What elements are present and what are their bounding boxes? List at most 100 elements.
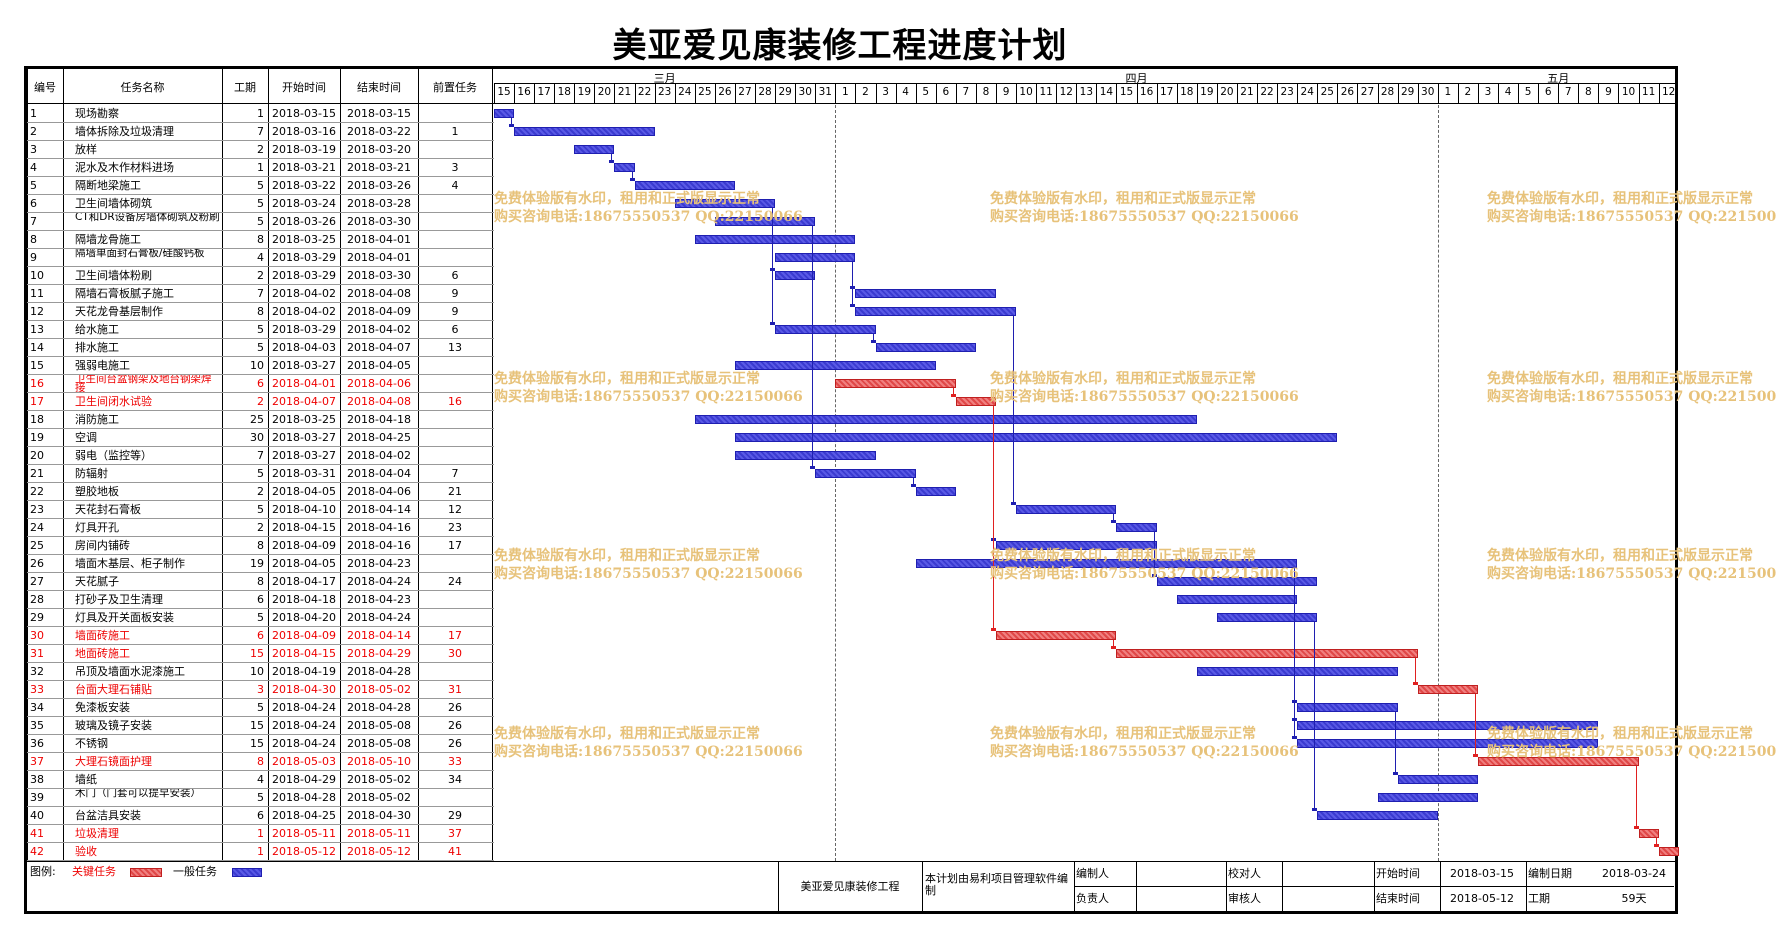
task-name: 房间内铺砖 [75, 539, 130, 552]
dependency-line [631, 172, 633, 181]
column-header-dur: 工期 [234, 81, 256, 94]
gantt-bar [855, 307, 1017, 316]
day-divider [1136, 84, 1138, 103]
day-label: 11 [1641, 86, 1656, 98]
gantt-bar [1176, 595, 1298, 604]
row-divider [27, 860, 494, 861]
table-column-divider [63, 69, 64, 861]
task-no: 40 [30, 809, 44, 822]
day-divider [1638, 84, 1640, 103]
dependency-line [1153, 532, 1155, 577]
task-no: 34 [30, 701, 44, 714]
day-label: 15 [1119, 86, 1134, 98]
day-label: 6 [942, 86, 950, 98]
task-duration: 7 [257, 125, 264, 138]
footer-end-label: 结束时间 [1376, 892, 1420, 905]
task-start: 2018-03-29 [272, 269, 336, 282]
task-name: 隔墙龙骨施工 [75, 233, 141, 246]
day-label: 19 [1200, 86, 1214, 98]
task-name: 墙纸 [75, 773, 97, 786]
task-duration: 10 [250, 665, 264, 678]
task-duration: 1 [257, 107, 264, 120]
day-divider [654, 84, 656, 103]
task-duration: 7 [257, 449, 264, 462]
day-label: 28 [1380, 86, 1395, 98]
task-duration: 5 [257, 791, 264, 804]
task-duration: 5 [257, 341, 264, 354]
row-divider [27, 428, 494, 429]
gantt-frame [24, 66, 1678, 914]
footer-period-label: 工期 [1528, 892, 1550, 905]
task-start: 2018-04-24 [272, 737, 336, 750]
task-predecessor: 6 [451, 323, 459, 336]
task-end: 2018-05-10 [347, 755, 411, 768]
day-divider [996, 84, 997, 103]
gantt-bar [915, 559, 1298, 568]
column-header-no: 编号 [34, 81, 56, 94]
task-duration: 3 [257, 683, 264, 696]
gantt-bar [1016, 505, 1117, 514]
day-label: 7 [962, 86, 970, 98]
day-divider [955, 84, 957, 103]
day-label: 18 [1180, 86, 1194, 98]
day-divider [1337, 84, 1339, 103]
task-name: 天花腻子 [75, 575, 119, 588]
day-divider [935, 84, 937, 103]
day-divider [755, 84, 757, 103]
task-name: 免漆板安装 [75, 701, 130, 714]
task-predecessor: 24 [448, 575, 462, 588]
task-predecessor: 33 [448, 755, 462, 768]
task-name: 地面砖施工 [75, 647, 130, 660]
gantt-bar [996, 541, 1157, 550]
dependency-line [1113, 640, 1115, 649]
dependency-line [872, 334, 874, 343]
task-no: 1 [30, 107, 37, 120]
watermark-line2: 购买咨询电话:18675550537 QQ:22150066 [1487, 209, 1777, 225]
task-start: 2018-04-17 [272, 575, 336, 588]
task-duration: 8 [257, 539, 264, 552]
task-no: 4 [30, 161, 37, 174]
task-no: 2 [30, 125, 37, 138]
day-divider [1096, 84, 1098, 103]
task-predecessor: 34 [448, 773, 462, 786]
task-end: 2018-04-24 [347, 611, 411, 624]
task-predecessor: 26 [448, 719, 462, 732]
gantt-bar [1317, 811, 1438, 820]
legend-normal-swatch [232, 868, 262, 877]
day-label: 25 [1320, 86, 1334, 98]
day-label: 1 [1444, 86, 1452, 98]
dependency-line [912, 478, 914, 487]
row-divider [27, 806, 494, 807]
table-column-divider [340, 69, 341, 861]
day-label: 7 [1564, 86, 1572, 98]
task-start: 2018-04-02 [272, 305, 336, 318]
header-bottom-line [27, 103, 1675, 104]
watermark-text: 免费体验版有水印，租用和正式版显示正常购买咨询电话:18675550537 QQ… [1487, 725, 1777, 761]
watermark-line2: 购买咨询电话:18675550537 QQ:22150066 [1487, 744, 1777, 760]
task-duration: 6 [257, 809, 264, 822]
task-end: 2018-03-28 [347, 197, 411, 210]
task-end: 2018-05-11 [347, 827, 411, 840]
task-start: 2018-04-29 [272, 773, 336, 786]
watermark-line1: 免费体验版有水印，租用和正式版显示正常 [990, 371, 1256, 387]
watermark-text: 免费体验版有水印，租用和正式版显示正常购买咨询电话:18675550537 QQ… [990, 725, 1299, 761]
task-predecessor: 13 [448, 341, 462, 354]
task-end: 2018-04-04 [347, 467, 411, 480]
day-divider [1377, 84, 1379, 103]
task-start: 2018-04-20 [272, 611, 336, 624]
row-divider [27, 356, 494, 357]
task-duration: 10 [250, 359, 264, 372]
gantt-bar [815, 469, 916, 478]
day-label: 16 [517, 86, 531, 98]
day-divider [855, 84, 857, 103]
day-divider [1196, 84, 1198, 103]
task-start: 2018-04-01 [272, 377, 336, 390]
watermark-line2: 购买咨询电话:18675550537 QQ:22150066 [990, 209, 1299, 225]
task-end: 2018-04-02 [347, 323, 411, 336]
watermark-line2: 购买咨询电话:18675550537 QQ:22150066 [990, 744, 1299, 760]
task-duration: 5 [257, 179, 264, 192]
row-divider [27, 788, 494, 789]
task-end: 2018-04-23 [347, 593, 411, 606]
task-name: 卫生间闭水试验 [75, 395, 152, 408]
day-label: 8 [982, 86, 990, 98]
